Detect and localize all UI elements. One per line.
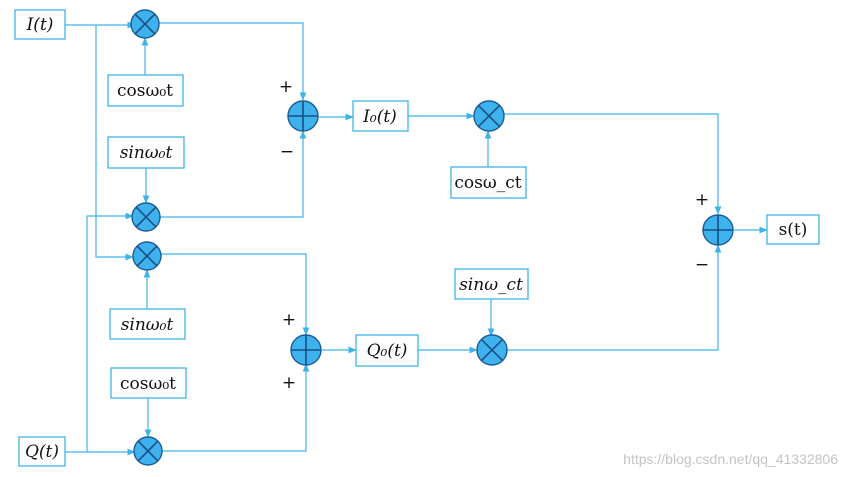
adder-output (702, 214, 734, 246)
carrier-sin-wc-box: sinω_ct (454, 268, 529, 300)
carrier-cos-w0-top-box: cosω₀t (107, 74, 184, 107)
q0-box: Q₀(t) (355, 334, 419, 367)
multiplier-i-cos (130, 9, 160, 39)
adder-i (287, 100, 319, 132)
carrier-sin-w0-upper-label: sinω₀t (120, 143, 173, 163)
adder-q (290, 334, 322, 366)
carrier-sin-w0-lower-box: sinω₀t (109, 308, 186, 340)
input-i-label: I(t) (26, 15, 54, 35)
sign-adder-out-bottom: − (695, 255, 709, 275)
i0-box: I₀(t) (352, 100, 409, 132)
multiplier-q-sin (131, 202, 161, 232)
carrier-sin-w0-upper-box: sinω₀t (107, 136, 185, 169)
carrier-cos-wc-label: cosω_ct (454, 173, 521, 193)
sign-adder-i-bottom: − (280, 142, 294, 162)
output-s-box: s(t) (766, 214, 820, 245)
carrier-sin-wc-label: sinω_ct (459, 275, 523, 295)
carrier-cos-w0-top-label: cosω₀t (117, 81, 173, 101)
input-q-box: Q(t) (18, 436, 66, 467)
input-i-box: I(t) (14, 9, 66, 40)
multiplier-i0-cos-wc (473, 100, 505, 132)
carrier-sin-w0-lower-label: sinω₀t (121, 315, 174, 335)
multiplier-q0-sin-wc (476, 334, 508, 366)
multiplier-q-cos (133, 436, 163, 466)
multiplier-i-sin (132, 241, 162, 271)
carrier-cos-w0-bottom-box: cosω₀t (110, 367, 187, 399)
carrier-cos-wc-box: cosω_ct (450, 166, 527, 199)
q0-label: Q₀(t) (367, 341, 408, 361)
sign-adder-q-bottom: + (282, 373, 296, 393)
sign-adder-q-top: + (282, 310, 296, 330)
i0-label: I₀(t) (362, 107, 397, 127)
output-s-label: s(t) (779, 220, 808, 240)
sign-adder-i-top: + (279, 77, 293, 97)
watermark: https://blog.csdn.net/qq_41332806 (623, 451, 838, 467)
sign-adder-out-top: + (695, 190, 709, 210)
carrier-cos-w0-bottom-label: cosω₀t (120, 374, 176, 394)
input-q-label: Q(t) (25, 442, 59, 462)
wires (65, 21, 768, 456)
